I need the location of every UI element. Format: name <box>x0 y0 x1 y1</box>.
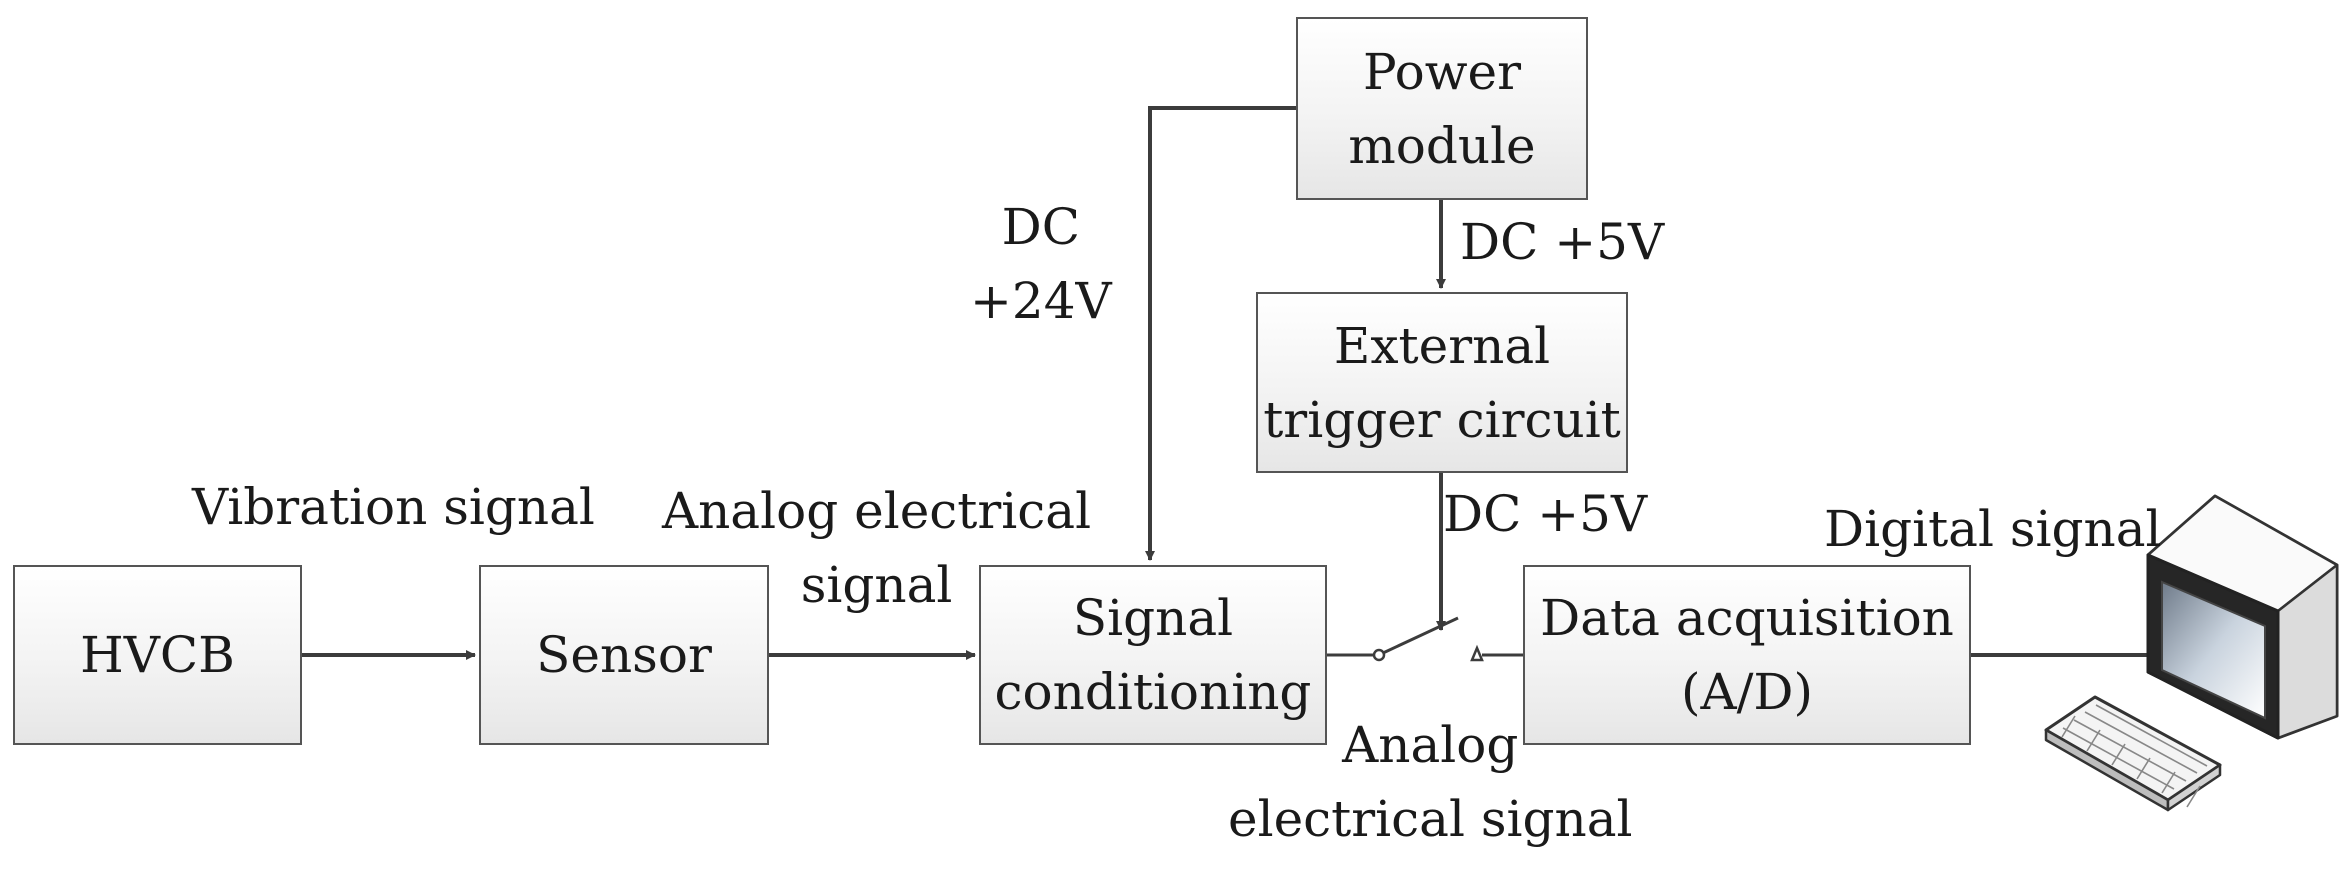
dc-5v-top-text: DC +5V <box>1460 213 1665 271</box>
hvcb-block: HVCB <box>13 565 302 745</box>
vibration-signal-text: Vibration signal <box>192 478 595 536</box>
arrow-power-to-conditioning <box>1145 106 1296 561</box>
dc-5v-bottom-text: DC +5V <box>1443 485 1648 543</box>
external-trigger-line-1: External <box>1333 316 1551 375</box>
sensor-label: Sensor <box>536 626 712 684</box>
dc-24v-label: DC +24V <box>970 190 1112 338</box>
external-trigger-block: External trigger circuit <box>1256 292 1628 473</box>
data-acquisition-line-2: (A/D) <box>1680 663 1814 721</box>
vibration-signal-label: Vibration signal <box>192 470 595 544</box>
digital-signal-label: Digital signal <box>1824 492 2162 566</box>
data-acquisition-line-1: Data acquisition <box>1540 589 1954 647</box>
analog-electrical-signal-label-2: Analog electrical signal <box>1228 708 1633 856</box>
analog-electrical-signal-1-line-2: signal <box>800 556 953 614</box>
data-acquisition-block: Data acquisition (A/D) <box>1523 565 1971 745</box>
power-module-block: Power module <box>1296 17 1588 200</box>
signal-conditioning-block: Signal conditioning <box>979 565 1327 745</box>
analog-electrical-signal-2-line-2: electrical signal <box>1228 790 1633 848</box>
computer-icon <box>2146 494 2339 740</box>
keyboard-icon <box>2044 695 2222 812</box>
power-module-line-2: module <box>1348 116 1536 175</box>
analog-electrical-signal-label-1: Analog electrical signal <box>662 474 1091 622</box>
switch-icon <box>1327 616 1523 662</box>
digital-signal-text: Digital signal <box>1824 500 2162 558</box>
signal-conditioning-line-1: Signal <box>1072 589 1234 647</box>
dc-5v-bottom-label: DC +5V <box>1443 477 1647 551</box>
analog-electrical-signal-1-line-1: Analog electrical <box>662 482 1092 540</box>
signal-conditioning-line-2: conditioning <box>994 663 1312 721</box>
analog-electrical-signal-2-line-1: Analog <box>1342 716 1519 774</box>
dc-24v-line-2: +24V <box>970 272 1112 330</box>
sensor-block: Sensor <box>479 565 769 745</box>
hvcb-label: HVCB <box>80 626 235 684</box>
external-trigger-line-2: trigger circuit <box>1263 390 1621 449</box>
dc-5v-top-label: DC +5V <box>1460 205 1664 279</box>
power-module-line-1: Power <box>1362 42 1521 101</box>
dc-24v-line-1: DC <box>1001 198 1080 256</box>
